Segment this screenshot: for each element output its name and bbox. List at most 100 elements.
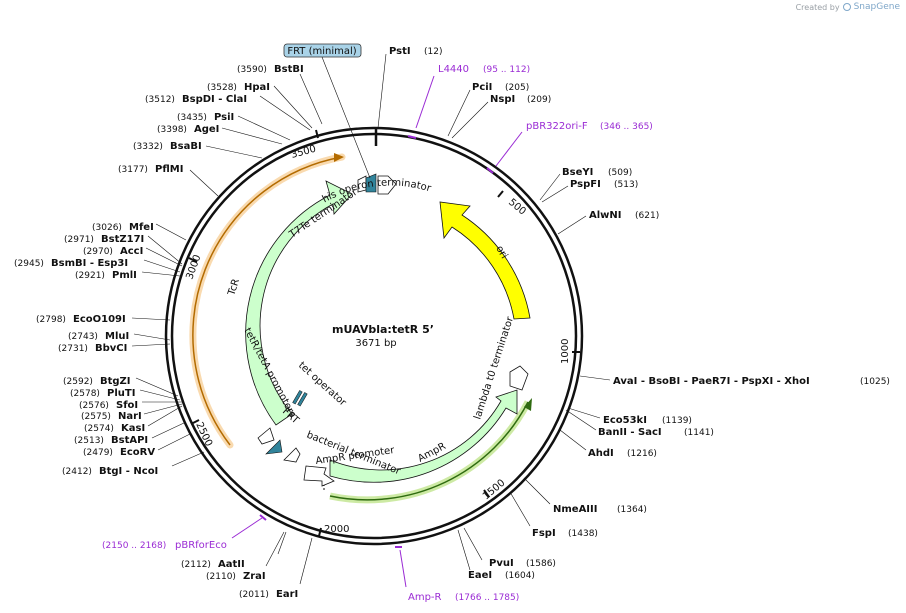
enzyme-name-eari[interactable]: EarI (276, 589, 298, 600)
enzyme-name-fspi[interactable]: FspI (532, 528, 556, 539)
ampr-promoter-arrow[interactable] (303, 465, 335, 487)
enzyme-name-psii[interactable]: PsiI (214, 112, 234, 123)
primer-leader-l4440 (415, 75, 435, 129)
enzyme-pos-eco53ki: (1139) (662, 416, 692, 426)
enzyme-leader-hpai (273, 85, 313, 129)
primer-label-pbr322ori: pBR322ori-F (526, 121, 588, 132)
enzyme-name-bbvci[interactable]: BbvCI (95, 343, 127, 354)
feature-label-tcr: TcR (226, 277, 242, 297)
tetr-promoter-arrow[interactable] (257, 427, 275, 445)
enzyme-pos-pcii: (205) (505, 83, 529, 93)
enzyme-name-aatii[interactable]: AatII (218, 559, 245, 570)
enzyme-name-pcii[interactable]: PciI (472, 82, 492, 93)
enzyme-sites-right: PstI (12) PciI (205) NspI (209) BseYI (5… (377, 46, 890, 581)
bacterial-terminator-arrow[interactable] (283, 447, 301, 463)
enzyme-pos-pspfi: (513) (614, 180, 638, 190)
ori-feature-arrow[interactable] (439, 201, 531, 320)
feature-label-tet-operator: tet operator (296, 360, 349, 409)
enzyme-pos-banii-saci: (1141) (684, 428, 714, 438)
enzyme-name-banii-saci[interactable]: BanII - SacI (598, 427, 662, 438)
enzyme-leader-nspi (451, 101, 489, 139)
enzyme-leader-bsabi (205, 145, 263, 159)
enzyme-leader-mfei (155, 223, 187, 241)
frt-minimal-label-box[interactable] (283, 43, 362, 58)
enzyme-name-bsmbi-esp3i[interactable]: BsmBI - Esp3I (51, 258, 128, 269)
enzyme-name-mlui[interactable]: MluI (105, 331, 129, 342)
tick-2000 (318, 527, 322, 537)
enzyme-pos-bsmbi: (2945) (14, 259, 44, 269)
enzyme-leader-bsmbi (143, 259, 181, 273)
enzyme-name-ecoo109i[interactable]: EcoO109I (73, 314, 126, 325)
enzyme-name-ahdi[interactable]: AhdI (588, 448, 614, 459)
lambda-terminator-arrow[interactable] (509, 365, 529, 391)
enzyme-name-hpai[interactable]: HpaI (244, 82, 270, 93)
enzyme-name-eco53ki[interactable]: Eco53kI (603, 415, 647, 426)
enzyme-name-bstbi[interactable]: BstBI (274, 64, 304, 75)
tet-operator-box-1[interactable] (292, 390, 303, 405)
enzyme-pos-nspi: (209) (527, 95, 551, 105)
enzyme-pos-bstapi: (2513) (74, 436, 104, 446)
enzyme-name-pspfi[interactable]: PspFI (570, 179, 601, 190)
tet-operator-box-2[interactable] (297, 392, 308, 407)
enzyme-leader-eco53ki (567, 407, 601, 419)
enzyme-pos-ecoo109i: (2798) (36, 315, 66, 325)
tcr-feature-arrow[interactable] (245, 180, 353, 426)
enzyme-pos-sfoi: (2576) (79, 401, 109, 411)
frt-feature-arrow[interactable] (265, 439, 283, 455)
enzyme-name-bstapi[interactable]: BstAPI (111, 435, 148, 446)
ampr-feature-arrow[interactable] (329, 389, 518, 483)
tick-label-2000: 2000 (324, 524, 349, 535)
plasmid-name: mUAVbla:tetR 5’ (332, 323, 434, 336)
enzyme-name-alwni[interactable]: AlwNI (589, 210, 622, 221)
his-terminator-arrow[interactable] (377, 175, 397, 195)
enzyme-name-zrai[interactable]: ZraI (243, 571, 266, 582)
enzyme-name-ecorv[interactable]: EcoRV (120, 447, 155, 458)
snapgene-watermark: Created by SnapGene (796, 2, 900, 12)
enzyme-name-bseyi[interactable]: BseYI (562, 167, 593, 178)
enzyme-name-nspi[interactable]: NspI (490, 94, 515, 105)
backbone-outer-strand (164, 126, 584, 546)
enzyme-name-bspdi-clai[interactable]: BspDI - ClaI (182, 94, 247, 105)
tick-500 (497, 190, 504, 198)
enzyme-name-pmli[interactable]: PmlI (112, 270, 137, 281)
enzyme-name-avai-group[interactable]: AvaI - BsoBI - PaeR7I - PspXI - XhoI (613, 376, 810, 387)
enzyme-name-pluti[interactable]: PluTI (107, 388, 135, 399)
primer-range-pbrforeco: (2150 .. 2168) (102, 541, 166, 551)
enzyme-name-nmeaiii[interactable]: NmeAIII (553, 504, 597, 515)
enzyme-name-sfoi[interactable]: SfoI (116, 400, 138, 411)
enzyme-name-nari[interactable]: NarI (118, 411, 142, 422)
primer-mark-pbr322ori (486, 167, 494, 174)
frt-minimal-leader (321, 56, 371, 179)
enzyme-pos-kasi: (2574) (84, 424, 114, 434)
enzyme-leader-avai (579, 375, 611, 381)
enzyme-pos-bsabi: (3332) (133, 142, 163, 152)
enzyme-name-btgi-ncoi[interactable]: BtgI - NcoI (99, 466, 158, 477)
enzyme-name-agei[interactable]: AgeI (194, 124, 219, 135)
primer-label-pbrforeco: pBRforEco (175, 540, 227, 551)
enzyme-pos-fspi: (1438) (568, 529, 598, 539)
enzyme-leader-zrai (265, 531, 285, 567)
enzyme-leader-pcii (447, 89, 471, 137)
enzyme-leader-saci (565, 409, 597, 431)
enzyme-leader-aatii (277, 531, 287, 555)
ampr-arc-arrowhead (524, 398, 532, 411)
enzyme-leader-fspi (509, 491, 531, 527)
enzyme-pos-bstz17i: (2971) (64, 235, 94, 245)
enzyme-name-btgzi[interactable]: BtgZI (100, 376, 131, 387)
enzyme-pos-bstbi: (3590) (237, 65, 267, 75)
enzyme-leader-nari (143, 403, 183, 415)
enzyme-pos-ecorv: (2479) (83, 448, 113, 458)
enzyme-name-mfei[interactable]: MfeI (129, 222, 154, 233)
enzyme-name-bstz17i[interactable]: BstZ17I (101, 234, 144, 245)
enzyme-name-pvui[interactable]: PvuI (489, 558, 514, 569)
enzyme-pos-psii: (3435) (177, 113, 207, 123)
enzyme-name-kasi[interactable]: KasI (121, 423, 145, 434)
enzyme-name-psti[interactable]: PstI (389, 46, 411, 57)
enzyme-pos-mlui: (2743) (68, 332, 98, 342)
enzyme-leader-bstbi (299, 73, 323, 125)
enzyme-name-eaei[interactable]: EaeI (468, 570, 492, 581)
enzyme-name-acci[interactable]: AccI (120, 246, 143, 257)
enzyme-name-bsabi[interactable]: BsaBI (170, 141, 202, 152)
enzyme-name-pflmi[interactable]: PflMI (155, 164, 183, 175)
frt-minimal-feature[interactable] (365, 173, 377, 193)
